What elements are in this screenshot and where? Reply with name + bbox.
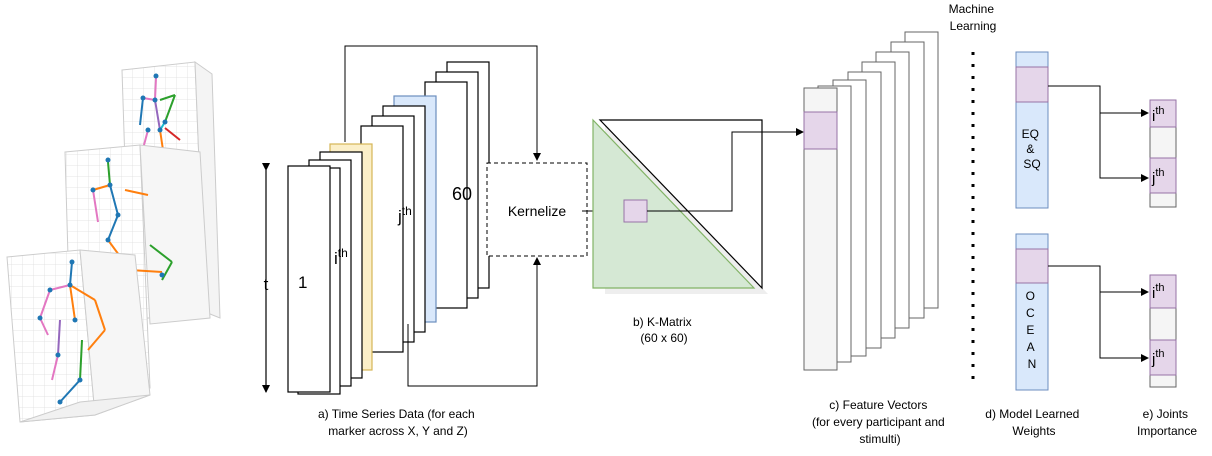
connector-j-to-kernelize [407,257,541,387]
joints-caption: e) Joints Importance [1137,407,1197,438]
k-matrix-upper-triangle [598,119,763,290]
feature-vectors-stack [803,31,939,371]
machine-learning-label: Machine Learning [949,2,998,33]
joint-j-label-top: jth [1151,167,1165,187]
joint-i-label-top: ith [1152,105,1165,125]
ocean-weights-cell [1015,248,1049,284]
connector-ocean-to-joint-i [1048,265,1149,296]
k-matrix [592,118,768,294]
joint-i-label-bottom: ith [1152,282,1165,302]
eq-sq-label: EQ & SQ [1022,127,1043,171]
kernelize-box [486,162,588,257]
card-i-label: ith [334,246,348,268]
joints-importance-top [1149,99,1177,208]
card-60-label: 60 [452,184,472,204]
card-j-label: jth [397,204,412,226]
time-series-card-1 [287,165,331,393]
feature-vector-cell [803,111,838,150]
feature-vectors-caption: c) Feature Vectors (for every participan… [812,398,948,446]
connector-i-to-kernelize [344,45,541,161]
joints-importance-bottom [1149,274,1177,388]
k-matrix-caption: b) K-Matrix (60 x 60) [633,315,695,345]
skeleton-plot-front [6,249,151,423]
connector-ocean-to-joint-j [1099,292,1149,362]
connector-eq-to-joint-i [1048,85,1149,117]
card-1-label: 1 [298,273,307,292]
time-axis-label: t [264,275,269,294]
kernelize-label: Kernelize [508,203,567,219]
connector-matrix-to-feature [647,128,804,212]
time-series-caption: a) Time Series Data (for each marker acr… [318,407,478,438]
time-series-stack [287,61,490,395]
eq-sq-weights-cell [1015,66,1049,103]
connector-eq-to-joint-j [1099,113,1149,182]
k-matrix-cell [623,199,648,223]
k-matrix-lower-triangle [592,118,756,289]
joint-j-label-bottom: jth [1151,348,1165,368]
ocean-label: O C E A N [1026,289,1039,371]
weights-caption: d) Model Learned Weights [985,407,1082,438]
